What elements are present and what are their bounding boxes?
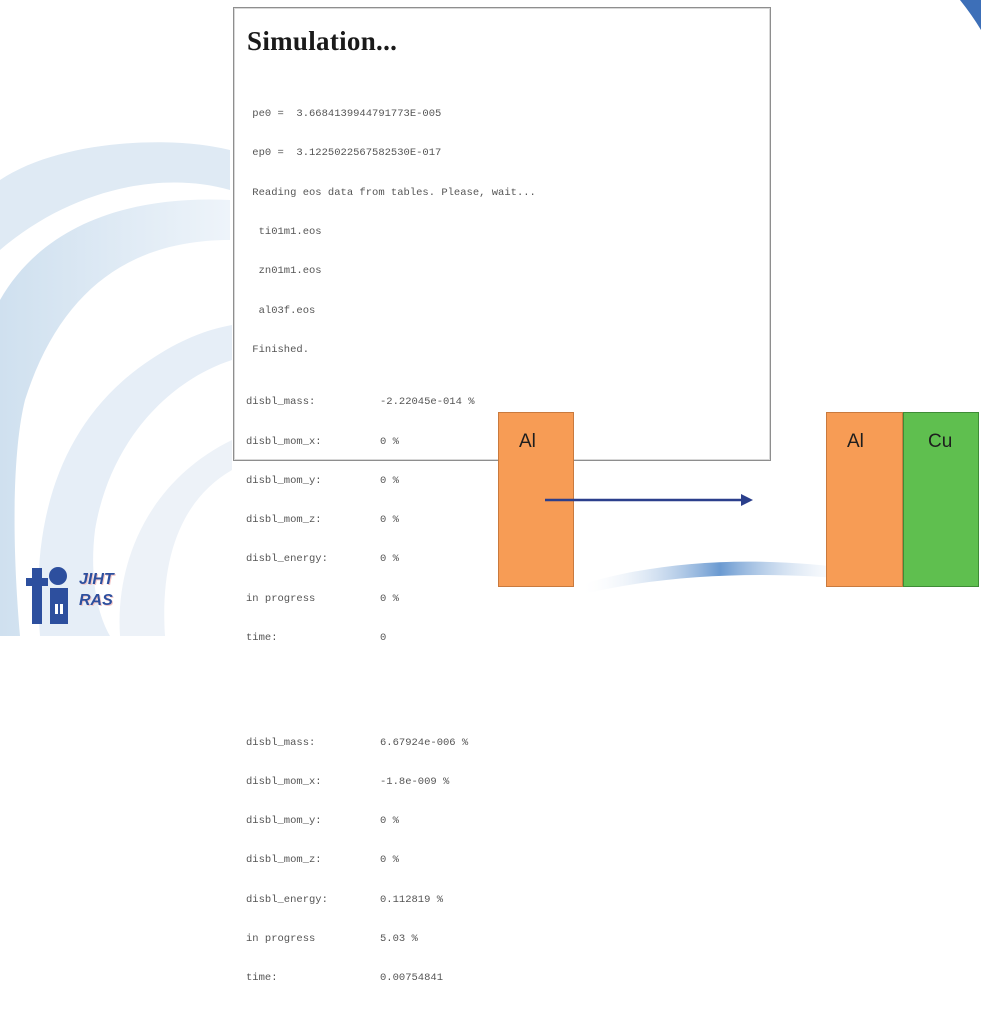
step1-key: disbl_mom_y: — [246, 474, 322, 487]
step1-value: 0 % — [380, 514, 399, 527]
step2-value: 0.112819 % — [380, 893, 444, 906]
console-output: pe0 = 3.6684139944791773E-005 ep0 = 3.12… — [246, 82, 536, 1012]
step1-key: time: — [246, 631, 278, 644]
logo-text-ras: RAS — [79, 592, 113, 609]
step1-key: disbl_mass: — [246, 396, 316, 409]
step1-row: disbl_energy: 0 % — [246, 553, 536, 566]
step2-key: disbl_mass: — [246, 736, 316, 749]
console-gap — [246, 684, 536, 697]
console-line: al03f.eos — [246, 304, 316, 317]
block-label-al: Al — [847, 431, 864, 452]
step2-row: disbl_energy: 0.112819 % — [246, 894, 536, 907]
step2-value: 0 % — [380, 815, 399, 828]
step1-row: time: 0 — [246, 632, 536, 645]
step1-row: in progress 0 % — [246, 593, 536, 606]
step2-key: disbl_mom_y: — [246, 815, 322, 828]
step1-value: 0 — [380, 631, 387, 644]
console-line: Reading eos data from tables. Please, wa… — [246, 186, 536, 199]
step1-row: disbl_mom_z: 0 % — [246, 514, 536, 527]
copper-block: Cu — [903, 412, 979, 587]
step1-key: disbl_mom_x: — [246, 435, 322, 448]
step2-key: time: — [246, 972, 278, 985]
jiht-logo-icon — [26, 567, 68, 624]
console-line: ep0 = 3.1225022567582530E-017 — [246, 147, 442, 160]
step2-row: in progress 5.03 % — [246, 933, 536, 946]
step2-value: -1.8e-009 % — [380, 775, 450, 788]
step1-row: disbl_mom_y: 0 % — [246, 475, 536, 488]
step2-row: disbl_mom_x: -1.8e-009 % — [246, 776, 536, 789]
block-label-al: Al — [519, 431, 536, 452]
console-line: Finished. — [246, 343, 310, 356]
slide-title: Simulation... — [247, 26, 398, 56]
console-line: pe0 = 3.6684139944791773E-005 — [246, 108, 442, 121]
step1-value: 0 % — [380, 592, 399, 605]
console-line: ti01m1.eos — [246, 226, 322, 239]
step1-value: -2.22045e-014 % — [380, 396, 475, 409]
step1-key: in progress — [246, 592, 316, 605]
step1-row: disbl_mom_x: 0 % — [246, 436, 536, 449]
step1-key: disbl_energy: — [246, 553, 328, 566]
background-swoosh — [0, 0, 981, 636]
console-line: zn01m1.eos — [246, 265, 322, 278]
step2-key: disbl_mom_z: — [246, 854, 322, 867]
block-label-cu: Cu — [928, 431, 953, 452]
step2-value: 5.03 % — [380, 933, 418, 945]
aluminum-block-right: Al — [826, 412, 903, 587]
step2-key: disbl_energy: — [246, 893, 328, 906]
step1-value: 0 % — [380, 553, 399, 566]
step2-key: in progress — [246, 933, 316, 945]
arrow-right-icon — [545, 494, 753, 506]
step2-row: disbl_mom_z: 0 % — [246, 854, 536, 867]
step1-value: 0 % — [380, 435, 399, 448]
step2-key: disbl_mom_x: — [246, 775, 322, 788]
step2-value: 0.00754841 — [380, 972, 444, 985]
step1-key: disbl_mom_z: — [246, 514, 322, 527]
logo-text-jiht: JIHT — [79, 571, 114, 588]
step2-row: disbl_mom_y: 0 % — [246, 815, 536, 828]
step1-value: 0 % — [380, 474, 399, 487]
simulation-window: Simulation... pe0 = 3.6684139944791773E-… — [233, 7, 771, 984]
step2-row: time: 0.00754841 — [246, 972, 536, 985]
step2-value: 0 % — [380, 854, 399, 867]
step2-row: disbl_mass: 6.67924e-006 % — [246, 737, 536, 750]
step1-row: disbl_mass: -2.22045e-014 % — [246, 396, 536, 409]
step2-value: 6.67924e-006 % — [380, 736, 469, 749]
